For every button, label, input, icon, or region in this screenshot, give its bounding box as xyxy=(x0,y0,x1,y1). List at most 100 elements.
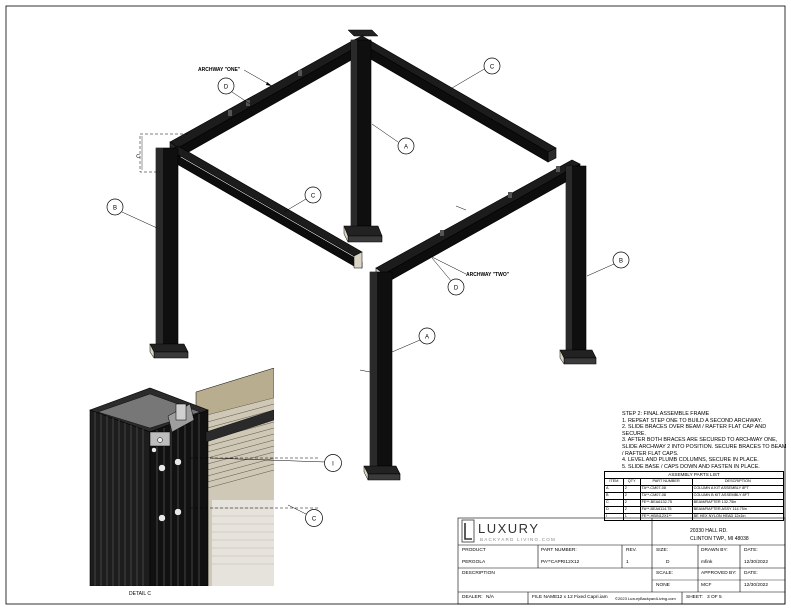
scale-label: SCALE: xyxy=(656,571,674,576)
beam-left-front xyxy=(169,145,363,269)
parts-list-title: ASSEMBLY PARTS LIST xyxy=(604,471,784,478)
callout-i xyxy=(324,454,342,472)
label-archway-two: ARCHWAY "TWO" xyxy=(466,272,510,278)
parts-list-header: ITEM QTY PART NUMBER DESCRIPTION xyxy=(604,478,785,486)
sheet-value: 3 OF 5 xyxy=(707,595,722,600)
table-row: A 2 TA**-CM07-08 COLUMN A KIT ASSEMBLY 8… xyxy=(604,485,785,493)
date2-value: 12/30/2022 xyxy=(744,583,769,588)
callout-c-2 xyxy=(304,186,322,204)
cell-description: COLUMN B KIT ASSEMBLY 8FT xyxy=(691,492,785,500)
sheet-label: SHEET: xyxy=(686,595,703,600)
callout-c-3 xyxy=(305,509,323,527)
cell-qty: 2 xyxy=(622,485,641,493)
step-2: 2. SLIDE BRACES OVER BEAM / RAFTER FLAT … xyxy=(622,424,767,437)
step-4: 4. LEVEL AND PLUMB COLUMNS, SECURE IN PL… xyxy=(622,457,759,464)
dimension-c-label: C xyxy=(136,154,140,160)
detail-c-view: I C DETAIL C xyxy=(89,368,342,597)
step-5: 5. SLIDE BASE / CAPS DOWN AND FASTEN IN … xyxy=(622,463,760,470)
size-value: D xyxy=(666,560,670,565)
sheet-border xyxy=(5,5,786,605)
cell-qty: 2 xyxy=(622,492,641,500)
address-line-1: 20330 HALL RD. xyxy=(690,528,728,534)
table-row: D 2 FA**-BEA6114.75 BEAM/RAFTER ASSY 114… xyxy=(604,506,785,514)
callout-a-2-label: A xyxy=(425,335,429,341)
header-description: DESCRIPTION xyxy=(691,478,785,486)
rev-label: REV. xyxy=(626,548,637,553)
callout-b-2 xyxy=(612,251,630,269)
product-label: PRODUCT xyxy=(462,548,486,553)
beam-archway-two xyxy=(375,159,581,285)
step-1: 1. REPEAT STEP ONE TO BUILD A SECOND ARC… xyxy=(622,417,762,424)
callouts: ARCHWAY "ONE" ARCHWAY "TWO" D C A B C D xyxy=(106,57,630,353)
description-label: DESCRIPTION xyxy=(462,571,495,576)
callout-b-1-label: B xyxy=(113,206,117,212)
drawn-by-label: DRAWN BY: xyxy=(701,548,728,553)
column-back xyxy=(343,29,383,243)
callout-c-2-label: C xyxy=(311,194,316,200)
table-row: B 2 TA**-CM07-08 COLUMN B KIT ASSEMBLY 8… xyxy=(604,492,785,500)
dealer-label: DEALER: xyxy=(462,595,483,600)
copyright: ©2023 LuxuryBackyardLiving.com xyxy=(615,595,676,601)
callout-a-1-label: A xyxy=(404,145,408,151)
cell-item: D xyxy=(604,506,624,514)
callout-d-2-label: D xyxy=(454,286,459,292)
cell-part-number: FA**-BEA6114.75 xyxy=(639,506,693,514)
cell-item: B xyxy=(604,492,624,500)
beam-archway-one xyxy=(169,39,363,159)
cell-item: A xyxy=(604,485,624,493)
beam-back-right xyxy=(353,35,557,163)
table-row: C 2 FE**-BEA6132.75 BEAM/RAFTER 132.75in xyxy=(604,499,785,507)
header-item: ITEM xyxy=(604,478,624,486)
assembly-steps: STEP 2: FINAL ASSEMBLE FRAME 1. REPEAT S… xyxy=(622,411,787,470)
callout-i-label: I xyxy=(332,462,334,468)
cell-description: BEAM/RAFTER 132.75in xyxy=(691,499,785,507)
drawn-by-value: mfink xyxy=(701,560,713,565)
step-3: 3. AFTER BOTH BRACES ARE SECURED TO ARCH… xyxy=(622,437,787,457)
callout-b-1 xyxy=(106,198,124,216)
callout-d-1-label: D xyxy=(224,85,229,91)
header-qty: QTY xyxy=(622,478,641,486)
callout-c-1 xyxy=(483,57,501,75)
approved-by-label: APPROVED BY: xyxy=(701,571,737,576)
cell-qty: 2 xyxy=(622,506,641,514)
steps-title: STEP 2: FINAL ASSEMBLE FRAME xyxy=(622,411,710,417)
part-number-value: PA**CAPRI12X12 xyxy=(541,560,580,565)
rev-value: 1 xyxy=(626,560,629,565)
cell-qty: 1 xyxy=(622,513,641,521)
date-label: DATE: xyxy=(744,548,758,553)
column-front xyxy=(363,271,401,481)
callout-b-2-label: B xyxy=(619,259,623,265)
column-right xyxy=(559,165,597,365)
callout-a-1 xyxy=(397,137,415,155)
cell-description: BE HEX NYLON HEAD 12x1in xyxy=(691,513,785,521)
date-value: 12/30/2022 xyxy=(744,560,769,565)
address-line-2: CLINTON TWP., MI 48038 xyxy=(690,536,749,542)
size-label: SIZE: xyxy=(656,548,668,553)
luxury-logo xyxy=(461,519,475,543)
file-name-value: 12 x 12 Fixed Capri.iam xyxy=(557,595,608,600)
date2-label: DATE: xyxy=(744,571,758,576)
logo-text-bottom: BACKYARD LIVING.COM xyxy=(480,537,557,542)
cell-description: BEAM/RAFTER ASSY 114.75in xyxy=(691,506,785,514)
detail-c-label: DETAIL C xyxy=(129,591,151,597)
table-row: I 1 FE**-HBIN12X1** BE HEX NYLON HEAD 12… xyxy=(604,513,785,521)
approved-by-value: MCF xyxy=(701,583,712,588)
cell-item: C xyxy=(604,499,624,507)
callout-d-1 xyxy=(217,77,235,95)
dealer-value: N/A xyxy=(486,595,494,600)
callout-a-2 xyxy=(418,327,436,345)
column-left xyxy=(149,147,189,359)
callout-d-2 xyxy=(447,278,465,296)
product-value: PERGOLA xyxy=(462,560,486,565)
file-name-label: FILE NAME: xyxy=(532,595,559,600)
callout-c-1-label: C xyxy=(490,65,495,71)
cell-part-number: FE**-HBIN12X1** xyxy=(639,513,693,521)
callout-c-3-label: C xyxy=(312,517,317,523)
cell-qty: 2 xyxy=(622,499,641,507)
cell-description: COLUMN A KIT ASSEMBLY 8FT xyxy=(691,485,785,493)
cell-part-number: FE**-BEA6132.75 xyxy=(639,499,693,507)
cell-item: I xyxy=(604,513,624,521)
scale-value: NONE xyxy=(656,583,670,588)
